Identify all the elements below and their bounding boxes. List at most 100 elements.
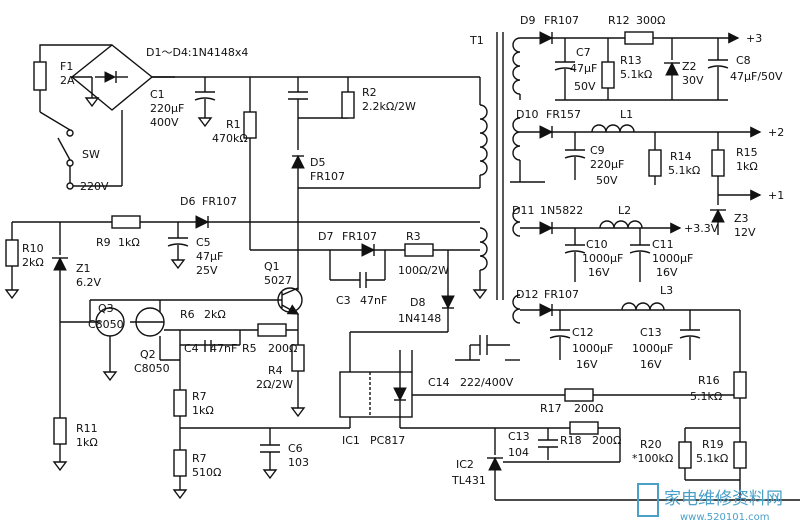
label-r6: R6 xyxy=(180,308,195,321)
diode-d6 xyxy=(195,215,210,229)
label-ic1-value: PC817 xyxy=(370,434,405,447)
label-r12: R12 xyxy=(608,14,630,27)
zener-z3 xyxy=(711,208,725,223)
ground-symbol xyxy=(172,489,188,500)
label-c10-voltage: 16V xyxy=(588,266,610,279)
label-c4-value: 47nF xyxy=(210,342,237,355)
switch-terminal xyxy=(66,129,74,137)
label-r4-value: 2Ω/2W xyxy=(256,378,293,391)
ground-symbol xyxy=(4,289,20,300)
label-r10: R10 xyxy=(22,242,44,255)
label-c4: C4 xyxy=(184,342,199,355)
zener-z2 xyxy=(665,61,679,76)
label-c14: C14 xyxy=(428,376,450,389)
watermark-title: 家电维修资料网 xyxy=(664,489,783,509)
regulator-ic2 xyxy=(488,456,502,471)
resistor-r10 xyxy=(5,239,19,267)
label-c13-capacitance: 1000μF xyxy=(632,342,673,355)
component-labels: F1 2A SW 220V D1～D4:1N4148x4 C1 220μF 40… xyxy=(22,14,784,487)
label-d6: D6 xyxy=(180,195,195,208)
diode-d5 xyxy=(291,154,305,169)
label-r13: R13 xyxy=(620,54,642,67)
ground-symbol xyxy=(290,407,306,418)
label-z2-value: 30V xyxy=(682,74,704,87)
resistor-r7 xyxy=(173,389,187,417)
diode-d10 xyxy=(539,125,554,139)
fuse-f1 xyxy=(33,61,47,91)
label-r20-value: *100kΩ xyxy=(632,452,673,465)
label-r12-value: 300Ω xyxy=(636,14,665,27)
label-c5: C5 xyxy=(196,236,211,249)
label-l3: L3 xyxy=(660,284,673,297)
label-c6-value: 103 xyxy=(288,456,309,469)
label-l1: L1 xyxy=(620,108,633,121)
label-r7-lower-value: 510Ω xyxy=(192,466,221,479)
label-r3: R3 xyxy=(406,230,421,243)
zener-z1 xyxy=(53,256,67,271)
label-d7: D7 xyxy=(318,230,333,243)
label-r18-value: 200Ω xyxy=(592,434,621,447)
label-r17-value: 200Ω xyxy=(574,402,603,415)
resistor-r7-510 xyxy=(173,449,187,477)
ground-symbol xyxy=(262,469,278,480)
ground-symbol xyxy=(197,117,213,128)
ac-terminal xyxy=(66,182,74,190)
label-c12: C12 xyxy=(572,326,594,339)
label-r10-value: 2kΩ xyxy=(22,256,44,269)
resistor-r11 xyxy=(53,417,67,445)
label-c9-voltage: 50V xyxy=(596,174,618,187)
label-output-1: +1 xyxy=(768,189,784,202)
resistor-r2 xyxy=(341,91,355,119)
label-c5-voltage: 25V xyxy=(196,264,218,277)
inductor-l1 xyxy=(591,124,635,133)
label-c14-value: 222/400V xyxy=(460,376,514,389)
label-c11-capacitance: 1000μF xyxy=(652,252,693,265)
label-c12-voltage: 16V xyxy=(576,358,598,371)
label-c3: C3 xyxy=(336,294,351,307)
label-c11-voltage: 16V xyxy=(656,266,678,279)
resistor-r14 xyxy=(648,149,662,177)
label-r18: R18 xyxy=(560,434,582,447)
label-r7-value: 1kΩ xyxy=(192,404,214,417)
label-r7-lower: R7 xyxy=(192,452,207,465)
label-r11: R11 xyxy=(76,422,98,435)
label-d10: D10 xyxy=(516,108,538,121)
label-q1: Q1 xyxy=(264,260,280,273)
label-c10-capacitance: 1000μF xyxy=(582,252,623,265)
label-d12-value: FR107 xyxy=(544,288,579,301)
label-c6: C6 xyxy=(288,442,303,455)
label-ic1: IC1 xyxy=(342,434,360,447)
label-c3-value: 47nF xyxy=(360,294,387,307)
label-sw: SW xyxy=(82,148,100,161)
bridge-rectifier xyxy=(70,44,154,111)
label-c7: C7 xyxy=(576,46,591,59)
label-z3-value: 12V xyxy=(734,226,756,239)
label-c7-capacitance: 47μF xyxy=(570,62,597,75)
diode-d9 xyxy=(539,31,554,45)
label-d8: D8 xyxy=(410,296,425,309)
resistor-r12 xyxy=(624,31,654,45)
label-c9: C9 xyxy=(590,144,605,157)
label-z3: Z3 xyxy=(734,212,749,225)
label-r16-value: 5.1kΩ xyxy=(690,390,722,403)
label-l2: L2 xyxy=(618,204,631,217)
label-z1: Z1 xyxy=(76,262,91,275)
label-c8-value: 47μF/50V xyxy=(730,70,783,83)
label-c1: C1 xyxy=(150,88,165,101)
label-d9: D9 xyxy=(520,14,535,27)
resistor-r20 xyxy=(678,441,692,469)
label-q2-value: C8050 xyxy=(134,362,170,375)
switch-sw xyxy=(57,137,71,161)
label-output-3: +3 xyxy=(746,32,762,45)
watermark: 家电维修资料网 www.520101.com xyxy=(637,483,783,523)
label-r13-value: 5.1kΩ xyxy=(620,68,652,81)
label-r15: R15 xyxy=(736,146,758,159)
label-r7: R7 xyxy=(192,390,207,403)
label-c1-voltage: 400V xyxy=(150,116,179,129)
label-d11-value: 1N5822 xyxy=(540,204,583,217)
label-q1-value: 5027 xyxy=(264,274,292,287)
label-r19-value: 5.1kΩ xyxy=(696,452,728,465)
label-r6-value: 2kΩ xyxy=(204,308,226,321)
label-z1-value: 6.2V xyxy=(76,276,101,289)
